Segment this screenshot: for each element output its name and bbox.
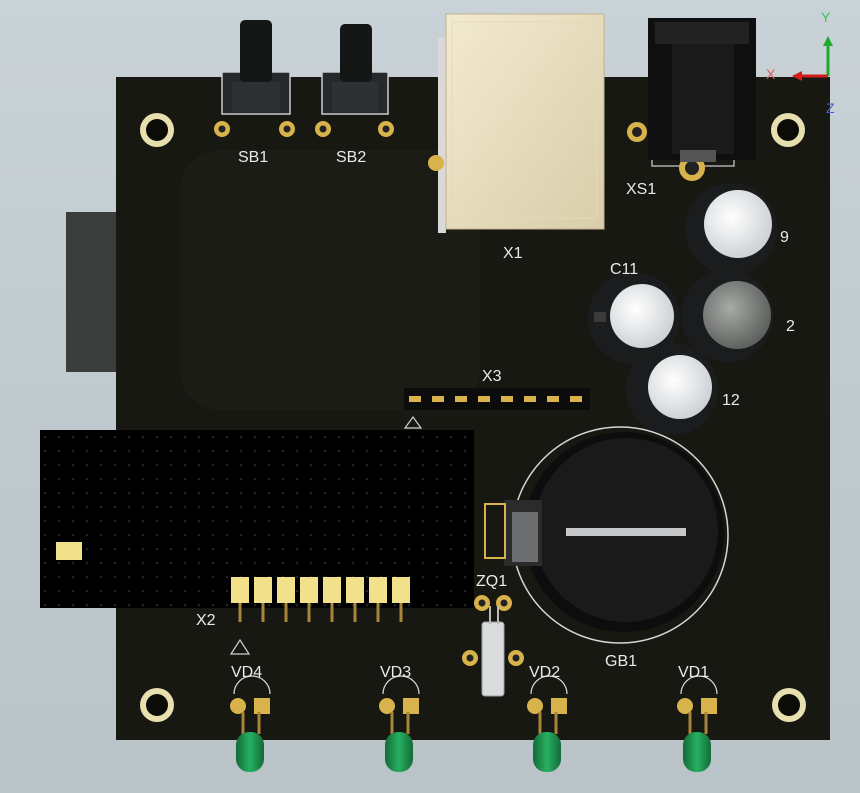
label-zq1: ZQ1 [476,573,507,590]
label-vd4: VD4 [231,664,262,681]
label-x3: X3 [482,368,502,385]
x1-connector [428,13,605,233]
led-vd1 [677,675,718,772]
gb1-battery-holder [484,426,729,644]
axis-gizmo: Y X Z [766,9,835,116]
label-vd3: VD3 [380,664,411,681]
axis-label-y: Y [821,9,831,25]
sb1-button [214,20,295,137]
capacitor-c9 [685,183,777,275]
x2-pin-row [229,577,410,655]
label-x2: X2 [196,612,216,629]
label-sb2: SB2 [336,149,366,166]
axis-label-z: Z [826,100,835,116]
pcb-inner-shade [180,150,480,410]
sb2-button [315,24,394,137]
label-xs1: XS1 [626,181,656,198]
x3-pin-header [403,388,590,429]
capacitor-c12-bottom [626,343,718,435]
led-vd4 [230,675,271,772]
capacitor-c12-top [681,270,773,362]
label-c11: C11 [610,261,638,278]
led-vd3 [379,675,420,772]
label-vd1: VD1 [678,664,709,681]
label-x1: X1 [503,245,523,262]
label-c12-bottom: 12 [722,392,740,409]
xs1-dc-jack [627,18,756,181]
label-c12-top: 2 [786,318,795,335]
label-c9: 9 [780,229,789,246]
label-sb1: SB1 [238,149,268,166]
label-gb1: GB1 [605,653,637,670]
capacitor-c11 [588,272,680,364]
zq1-crystal [462,595,524,697]
axis-label-x: X [766,66,776,82]
mounting-holes [140,113,806,722]
label-vd2: VD2 [529,664,560,681]
led-vd2 [527,675,568,772]
